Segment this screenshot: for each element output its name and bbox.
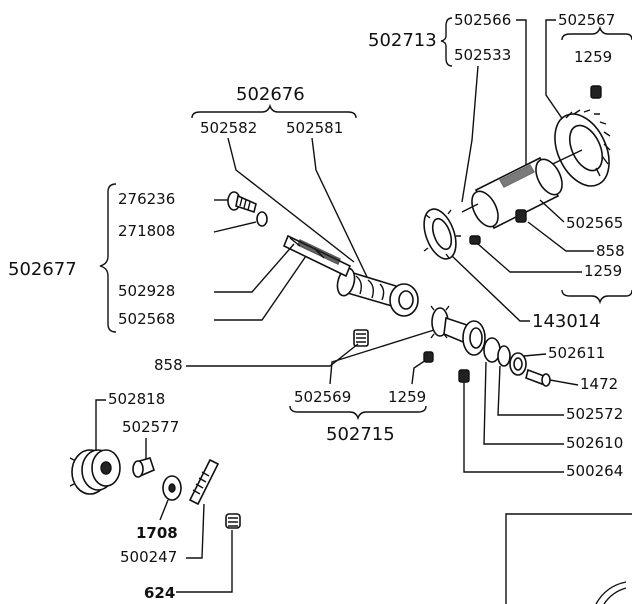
leader-1259-mid xyxy=(411,359,427,385)
nut-500264 xyxy=(458,369,470,383)
washer-502572 xyxy=(497,345,511,367)
leader-624 xyxy=(176,530,233,593)
label-624: 624 xyxy=(144,584,175,602)
leader-502610 xyxy=(483,361,564,445)
label-502569: 502569 xyxy=(294,388,351,406)
label-502713: 502713 xyxy=(368,30,437,51)
screw-1472 xyxy=(525,368,551,387)
label-502582: 502582 xyxy=(200,119,257,137)
rotor-502566 xyxy=(461,149,583,230)
label-502533: 502533 xyxy=(454,46,511,64)
leader-1708 xyxy=(159,499,169,521)
pulley-502818 xyxy=(69,449,121,495)
label-1259-top: 1259 xyxy=(574,48,612,66)
label-502677: 502677 xyxy=(8,259,77,280)
label-500247: 500247 xyxy=(120,548,177,566)
leader-502818 xyxy=(95,399,106,454)
leader-502581 xyxy=(311,137,379,301)
leader-500247 xyxy=(186,503,205,559)
nut-1259-right xyxy=(469,235,481,245)
leader-502533 xyxy=(461,65,479,203)
label-858-left: 858 xyxy=(154,356,183,374)
label-502572: 502572 xyxy=(566,405,623,423)
leader-502582 xyxy=(227,137,355,263)
label-502676: 502676 xyxy=(236,84,305,105)
leader-858-right xyxy=(527,221,594,252)
label-502611: 502611 xyxy=(548,344,605,362)
label-502581: 502581 xyxy=(286,119,343,137)
leader-502565 xyxy=(539,199,565,223)
leader-1472 xyxy=(549,379,579,386)
leader-502568 xyxy=(214,255,307,321)
label-502567: 502567 xyxy=(558,11,615,29)
washer-271808 xyxy=(256,211,268,227)
label-502565: 502565 xyxy=(566,214,623,232)
ring-502611 xyxy=(509,352,527,376)
armature-502581 xyxy=(336,267,419,317)
leader-143014 xyxy=(451,255,530,322)
shaft-502582 xyxy=(282,234,352,278)
end-bell-143014 xyxy=(423,208,461,260)
nut-1259-top xyxy=(590,85,602,99)
label-858-right: 858 xyxy=(596,242,625,260)
leader-858-left xyxy=(186,343,359,367)
label-502566: 502566 xyxy=(454,11,511,29)
leader-502572 xyxy=(497,365,564,416)
brace-502715 xyxy=(289,405,427,421)
label-502577: 502577 xyxy=(122,418,179,436)
washer-1708 xyxy=(162,475,182,501)
leader-271808 xyxy=(213,221,257,233)
nut-858-right xyxy=(515,209,527,223)
nut-624 xyxy=(225,513,241,529)
leader-500264 xyxy=(463,382,564,473)
nut-858-left xyxy=(353,329,369,347)
label-1472: 1472 xyxy=(580,375,618,393)
label-1259-mid: 1259 xyxy=(388,388,426,406)
label-500264: 500264 xyxy=(566,462,623,480)
stud-500247 xyxy=(188,458,220,506)
label-502818: 502818 xyxy=(108,390,165,408)
screw-276236 xyxy=(227,191,257,214)
brace-502567 xyxy=(561,25,632,41)
label-502715: 502715 xyxy=(326,424,395,445)
leader-502566 xyxy=(516,19,527,170)
leader-502611 xyxy=(523,353,547,357)
inset-box xyxy=(505,513,632,604)
label-502610: 502610 xyxy=(566,434,623,452)
bushing-502577 xyxy=(132,457,155,478)
leader-1259-right xyxy=(477,243,582,273)
leader-502567 xyxy=(545,19,571,131)
label-1259-right: 1259 xyxy=(584,262,622,280)
label-1708: 1708 xyxy=(136,524,178,542)
label-276236: 276236 xyxy=(118,190,175,208)
brace-502677 xyxy=(99,183,117,333)
label-271808: 271808 xyxy=(118,222,175,240)
brace-502676 xyxy=(191,103,357,119)
label-502568: 502568 xyxy=(118,310,175,328)
label-502928: 502928 xyxy=(118,282,175,300)
brace-1259-858 xyxy=(561,289,632,305)
leader-502569 xyxy=(329,329,435,385)
leader-502928 xyxy=(214,243,295,293)
nut-1259-mid xyxy=(423,351,434,363)
label-143014: 143014 xyxy=(532,311,601,332)
brush-holder-502569 xyxy=(430,305,486,356)
brace-502713 xyxy=(440,17,453,67)
